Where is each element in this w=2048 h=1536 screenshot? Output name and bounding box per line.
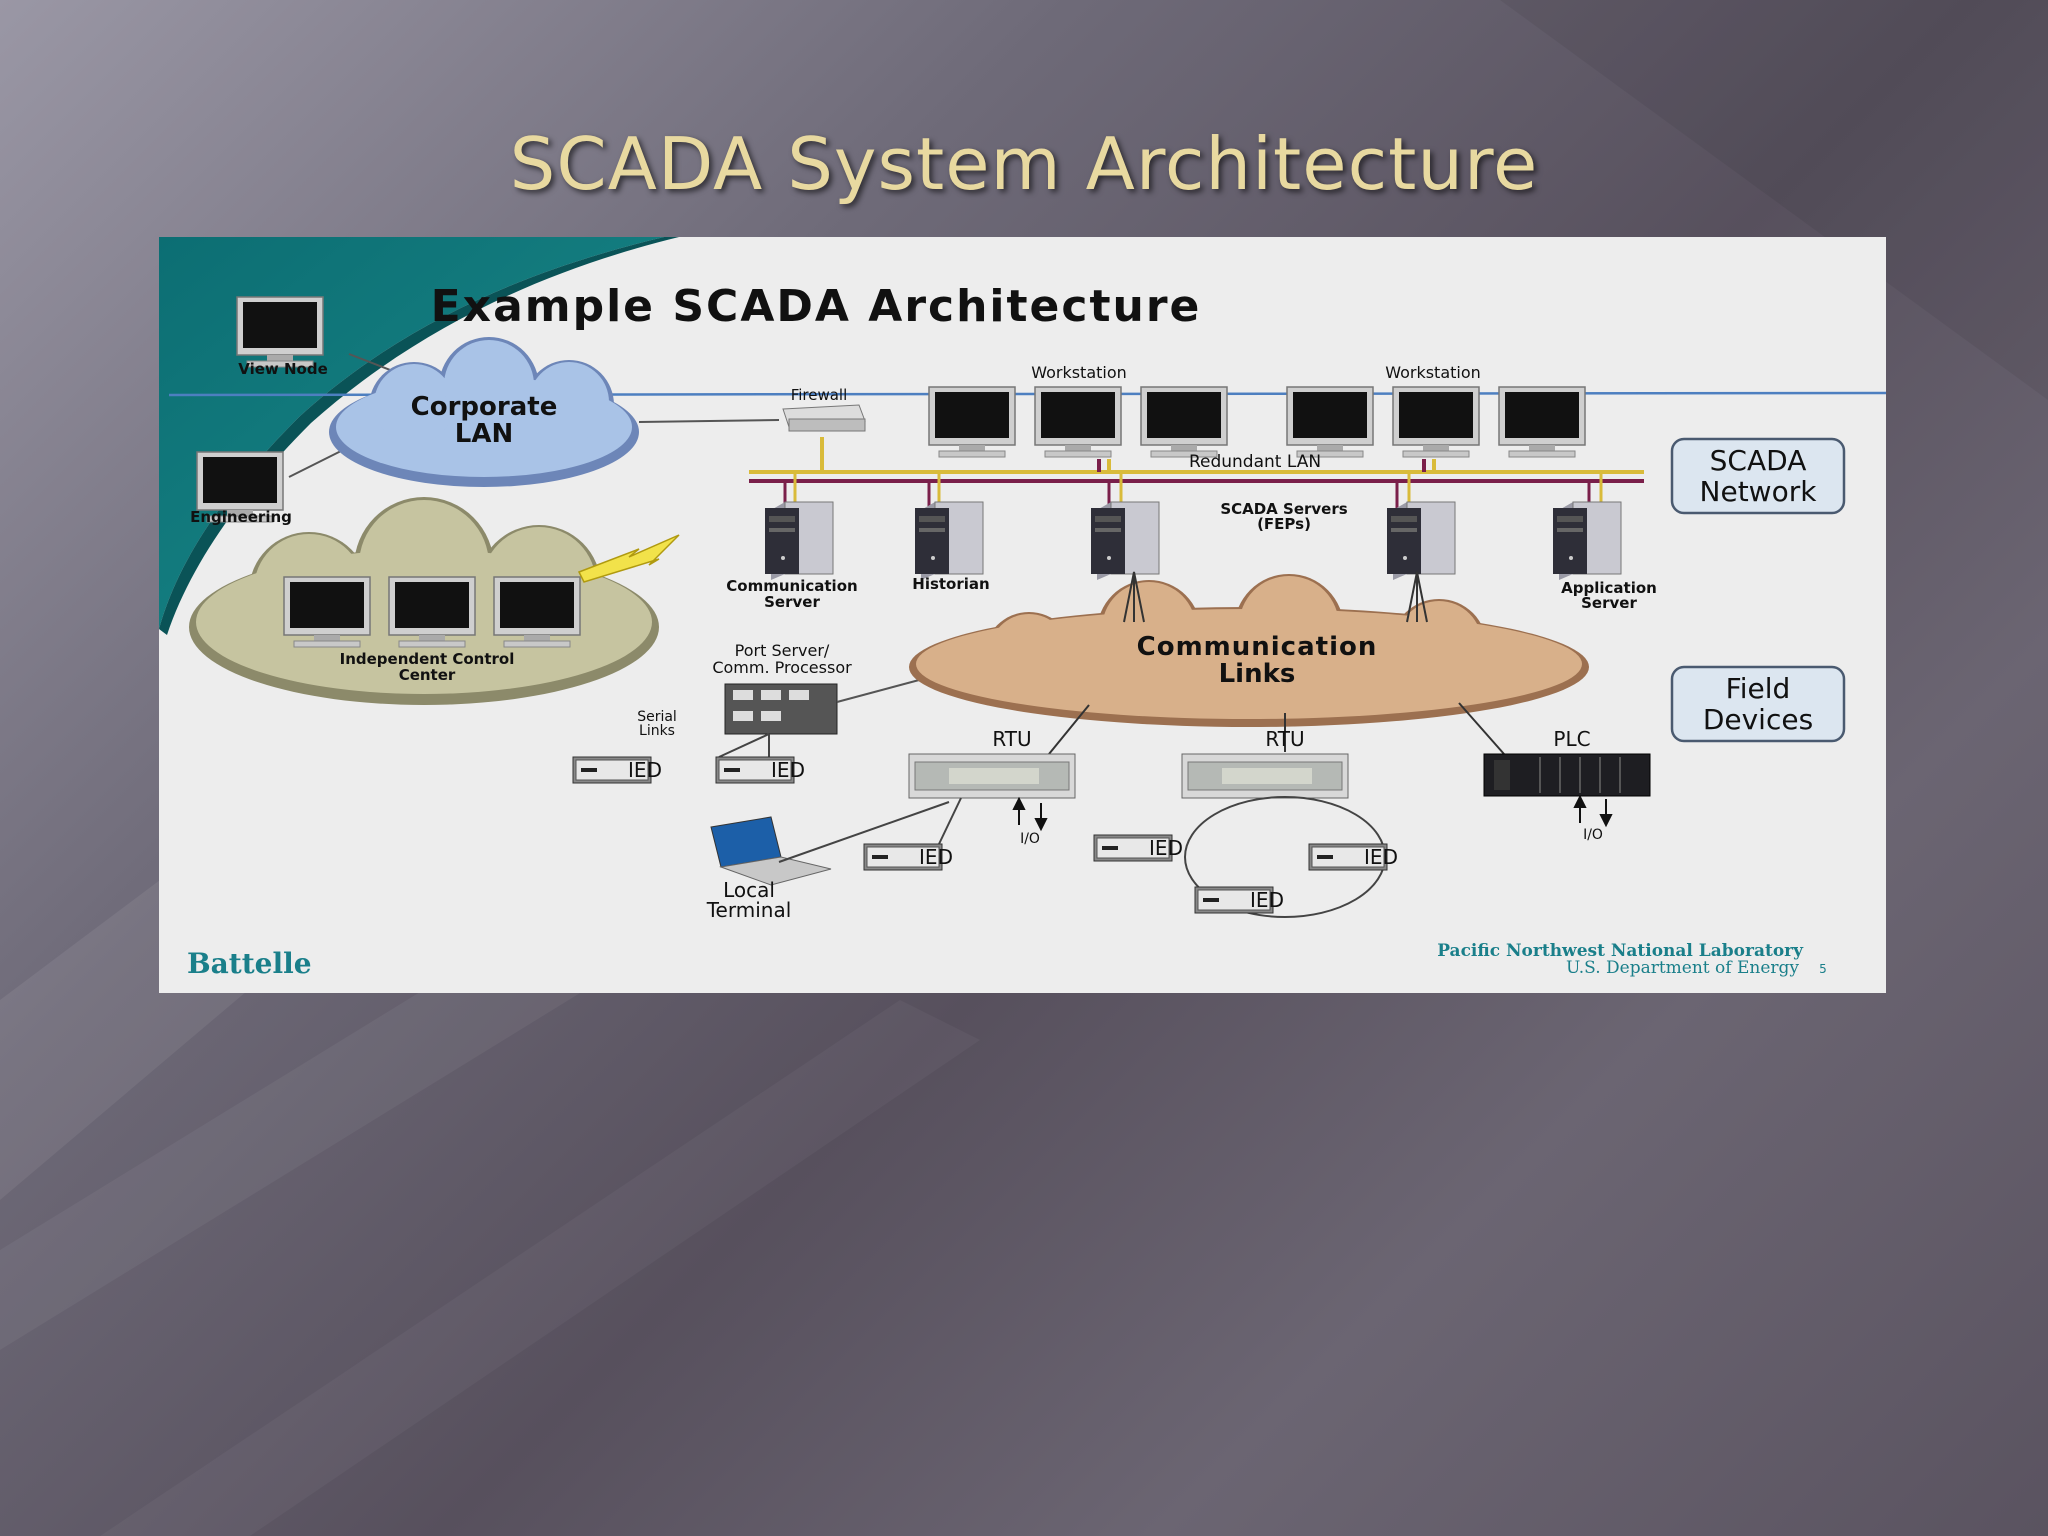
ied-label-6: IED bbox=[1250, 888, 1284, 912]
field-devices-label-2: Devices bbox=[1703, 703, 1813, 736]
local-terminal-label-1: Local bbox=[723, 878, 775, 902]
port-server-label-1: Port Server/ bbox=[735, 641, 830, 660]
firewall-label: Firewall bbox=[791, 386, 848, 404]
scada-servers-label-1: SCADA Servers bbox=[1220, 500, 1347, 518]
workstation-label-1: Workstation bbox=[1031, 363, 1127, 382]
doe-label: U.S. Department of Energy bbox=[1566, 958, 1799, 978]
historian-server-icon bbox=[914, 501, 984, 581]
application-server-label-2: Server bbox=[1581, 594, 1637, 612]
server-antennas bbox=[1123, 571, 1428, 623]
corporate-lan-label-2: LAN bbox=[455, 419, 513, 449]
application-server-icon bbox=[1552, 501, 1622, 581]
plc-label: PLC bbox=[1553, 727, 1590, 751]
redundant-lan-label: Redundant LAN bbox=[1189, 452, 1321, 472]
historian-label: Historian bbox=[912, 575, 989, 593]
scada-server-1-icon bbox=[1090, 501, 1160, 581]
scada-network-label-2: Network bbox=[1700, 475, 1818, 508]
firewall-icon bbox=[782, 404, 866, 432]
slide-title: SCADA System Architecture bbox=[509, 122, 1539, 206]
corporate-lan-label-1: Corporate bbox=[411, 392, 558, 422]
field-devices-box bbox=[1670, 665, 1846, 743]
ied-label-1: IED bbox=[628, 758, 662, 782]
port-server-label-2: Comm. Processor bbox=[712, 658, 852, 677]
engineering-label: Engineering bbox=[190, 508, 292, 526]
serial-links-label-2: Links bbox=[639, 723, 675, 739]
communication-server-label-2: Server bbox=[764, 593, 820, 611]
plc-device bbox=[1483, 753, 1651, 797]
rtu-1-io-label: I/O bbox=[1020, 831, 1040, 847]
workstation-1-icon bbox=[928, 386, 1228, 458]
ied-label-3: IED bbox=[919, 845, 953, 869]
communication-links-label-1: Communication bbox=[1137, 632, 1378, 662]
rtu-label-1: RTU bbox=[992, 727, 1031, 751]
communication-server-label-1: Communication bbox=[726, 577, 857, 595]
diagram-panel: Example SCADA Architecture View Node Eng… bbox=[159, 237, 1886, 993]
plc-io-arrows bbox=[1573, 794, 1613, 828]
local-terminal-label-2: Terminal bbox=[706, 898, 792, 922]
communication-links-label-2: Links bbox=[1219, 659, 1296, 689]
corporate-lan-cloud bbox=[329, 337, 639, 487]
rtu-2-device bbox=[1181, 753, 1349, 799]
ied-label-5: IED bbox=[1364, 845, 1398, 869]
scada-servers-label-2: (FEPs) bbox=[1257, 515, 1311, 533]
rtu-1-device bbox=[908, 753, 1076, 799]
ied-label-4: IED bbox=[1149, 836, 1183, 860]
wireless-link-icon bbox=[577, 534, 680, 583]
laptop-icon bbox=[710, 816, 832, 886]
communication-links-cloud bbox=[909, 574, 1589, 727]
page-number: 5 bbox=[1819, 962, 1827, 976]
diagram-title: Example SCADA Architecture bbox=[431, 281, 1202, 332]
workstation-2-icon bbox=[1286, 386, 1586, 458]
redundant-lan bbox=[749, 437, 1644, 509]
rtu-label-2: RTU bbox=[1265, 727, 1304, 751]
view-node-label: View Node bbox=[238, 360, 328, 378]
scada-network-label-1: SCADA bbox=[1710, 444, 1807, 477]
control-center-label-2: Center bbox=[399, 666, 456, 684]
scada-server-2-icon bbox=[1386, 501, 1456, 581]
ied-label-2: IED bbox=[771, 758, 805, 782]
scada-network-box bbox=[1670, 437, 1846, 515]
pnnl-label: Pacific Northwest National Laboratory bbox=[1437, 941, 1804, 961]
serial-links-label-1: Serial bbox=[637, 709, 677, 725]
field-devices-label-1: Field bbox=[1726, 672, 1791, 705]
rtu-1-io-arrows bbox=[1012, 796, 1048, 832]
port-server-icon bbox=[724, 683, 838, 735]
plc-io-label: I/O bbox=[1583, 827, 1603, 843]
control-center-label-1: Independent Control bbox=[340, 650, 515, 668]
workstation-label-2: Workstation bbox=[1385, 363, 1481, 382]
control-center-computers-icon bbox=[283, 576, 581, 648]
communication-server-icon bbox=[764, 501, 834, 581]
application-server-label-1: Application bbox=[1561, 579, 1657, 597]
battelle-logo: Battelle bbox=[187, 947, 312, 980]
